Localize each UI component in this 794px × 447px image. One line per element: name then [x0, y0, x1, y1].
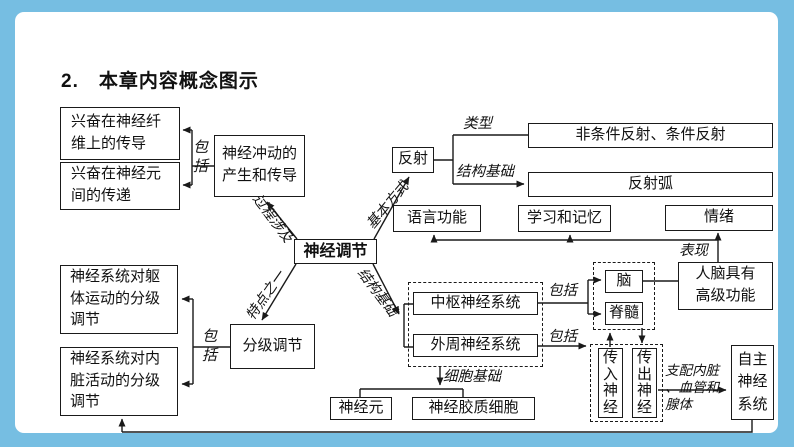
edge-label-dominates: 支配内脏、血管和腺体: [665, 363, 719, 412]
edge-label-type: 类型: [463, 116, 492, 132]
edge-label-feature: 特点之一: [244, 268, 289, 324]
node-spinal-cord: 脊髓: [605, 302, 643, 325]
node-emotion: 情绪: [665, 205, 773, 231]
slide-panel: 2. 本章内容概念图示 兴奋在神经纤维上的传导 兴奋在神经元间的传递 神经冲动的…: [15, 12, 778, 433]
node-neural-regulation: 神经调节: [294, 239, 377, 264]
node-reflex: 反射: [392, 147, 434, 173]
edge-label-structural-basis-diagonal: 结构基础: [353, 266, 400, 320]
nervous-system-group: [408, 282, 543, 367]
node-autonomic-system: 自主神经系统: [731, 345, 774, 420]
node-glial-cell: 神经胶质细胞: [412, 397, 535, 420]
node-neuron: 神经元: [330, 397, 392, 420]
node-reflex-types: 非条件反射、条件反射: [528, 123, 773, 148]
node-language-function: 语言功能: [393, 205, 481, 232]
node-cns: 中枢神经系统: [413, 292, 538, 315]
edge-label-structural-basis: 结构基础: [456, 164, 514, 180]
node-nerve-impulse: 神经冲动的产生和传导: [214, 135, 305, 197]
node-afferent-nerve: 传入神经: [598, 348, 623, 418]
node-hierarchical-regulation: 分级调节: [230, 324, 315, 369]
node-excitation-neuron: 兴奋在神经元间的传递: [60, 162, 180, 210]
edge-label-cell-basis: 细胞基础: [443, 369, 501, 385]
edge-label-include-pns: 包括: [548, 329, 577, 345]
afferent-efferent-group: [590, 344, 663, 422]
node-visceral-regulation: 神经系统对内脏活动的分级调节: [60, 347, 178, 416]
node-excitation-fiber: 兴奋在神经纤维上的传导: [60, 107, 180, 160]
edge-label-include-hierarchical: 包括: [202, 329, 218, 364]
node-efferent-nerve: 传出神经: [632, 348, 657, 418]
node-learning-memory: 学习和记忆: [518, 205, 611, 232]
brain-spinal-group: [593, 262, 655, 330]
edge-label-include-cns: 包括: [548, 283, 577, 299]
node-pns: 外周神经系统: [413, 334, 538, 357]
node-brain-advanced-function: 人脑具有高级功能: [678, 262, 773, 310]
edge-label-include-impulse: 包括: [193, 140, 209, 175]
edge-label-expression: 表现: [679, 243, 708, 259]
node-reflex-arc: 反射弧: [528, 172, 773, 197]
node-brain: 脑: [605, 270, 643, 293]
page-title: 2. 本章内容概念图示: [61, 71, 259, 92]
node-somatic-regulation: 神经系统对躯体运动的分级调节: [60, 265, 178, 334]
